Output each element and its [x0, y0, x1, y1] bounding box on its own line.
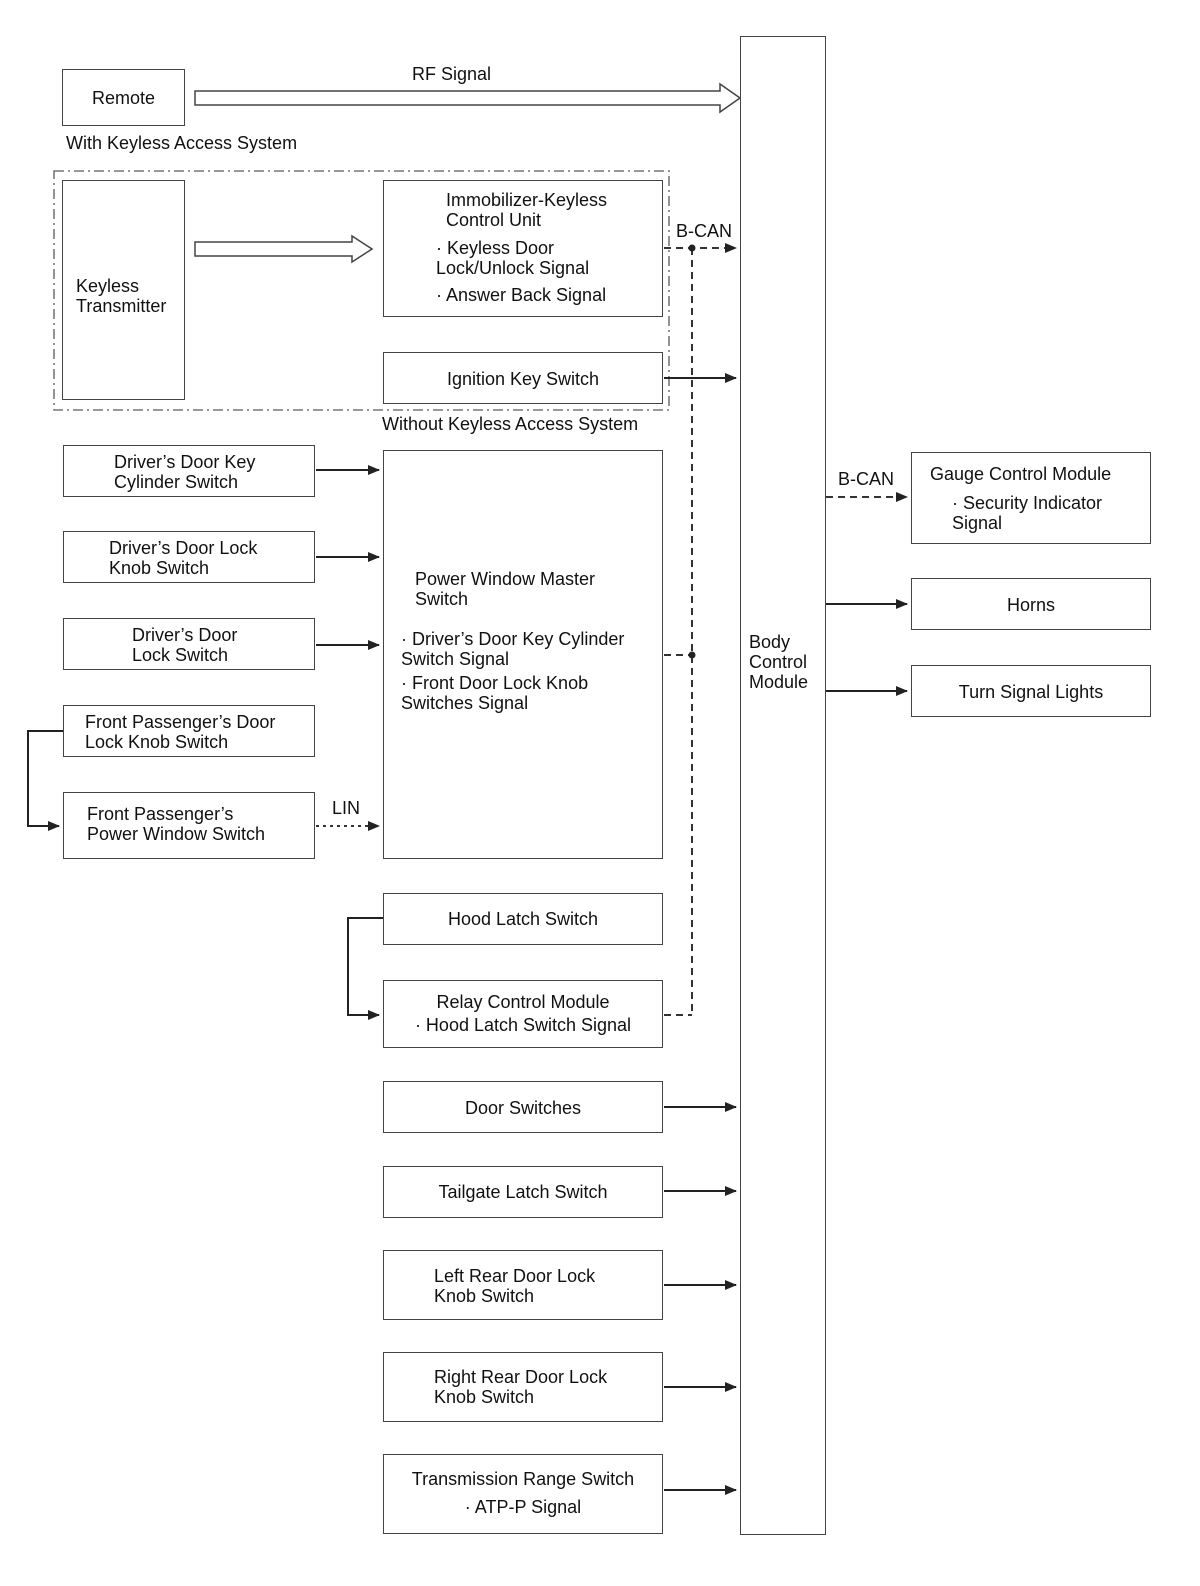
front-passenger-pw-switch-block: Front Passenger’s Power Window Switch: [63, 792, 315, 859]
hood-latch-label: Hood Latch Switch: [447, 909, 599, 929]
drivers-door-lock-switch-label: Driver’s Door Lock Switch: [132, 625, 238, 665]
immobilizer-signal-2: · Answer Back Signal: [436, 285, 607, 305]
front-passenger-pw-switch-label: Front Passenger’s Power Window Switch: [87, 804, 266, 844]
keyless-transmitter-block: Keyless Transmitter: [62, 180, 185, 400]
with-keyless-label: With Keyless Access System: [66, 133, 298, 153]
front-passenger-lock-knob-label: Front Passenger’s Door Lock Knob Switch: [85, 712, 276, 752]
door-switches-label: Door Switches: [464, 1098, 582, 1118]
ignition-key-label: Ignition Key Switch: [446, 369, 600, 389]
left-rear-knob-block: Left Rear Door Lock Knob Switch: [383, 1250, 663, 1320]
gauge-control-title: Gauge Control Module: [930, 464, 1112, 484]
bcan-label-right: B-CAN: [838, 469, 895, 489]
transmission-range-signal: · ATP-P Signal: [464, 1497, 582, 1517]
keyless-transmitter-arrow: [194, 234, 374, 264]
bcan-junction: [688, 244, 696, 252]
body-control-module-label: Body Control Module: [749, 632, 809, 692]
hood-latch-block: Hood Latch Switch: [383, 893, 663, 945]
remote-block: Remote: [62, 69, 185, 126]
relay-control-title: Relay Control Module: [436, 992, 610, 1012]
bcan-label-top: B-CAN: [676, 221, 733, 241]
immobilizer-title: Immobilizer-Keyless Control Unit: [446, 190, 608, 230]
pwm-signal-2: · Front Door Lock Knob Switches Signal: [401, 673, 589, 713]
drivers-door-lock-knob-block: Driver’s Door Lock Knob Switch: [63, 531, 315, 583]
turn-signal-block: Turn Signal Lights: [911, 665, 1151, 717]
lin-label: LIN: [332, 798, 361, 818]
hood-to-relay-line: [347, 917, 384, 1020]
gauge-control-block: Gauge Control Module · Security Indicato…: [911, 452, 1151, 544]
pwm-signal-1: · Driver’s Door Key Cylinder Switch Sign…: [401, 629, 625, 669]
horns-block: Horns: [911, 578, 1151, 630]
gauge-control-signal: · Security Indicator Signal: [952, 493, 1103, 533]
rf-signal-arrow: [194, 82, 742, 114]
tailgate-latch-label: Tailgate Latch Switch: [438, 1182, 608, 1202]
immobilizer-block: Immobilizer-Keyless Control Unit · Keyle…: [383, 180, 663, 317]
without-keyless-label: Without Keyless Access System: [382, 414, 639, 434]
transmission-range-block: Transmission Range Switch · ATP-P Signal: [383, 1454, 663, 1534]
drivers-door-key-cylinder-label: Driver’s Door Key Cylinder Switch: [114, 452, 256, 492]
power-window-master-block: Power Window Master Switch · Driver’s Do…: [383, 450, 663, 859]
body-control-module-block: Body Control Module: [740, 36, 826, 1535]
keyless-group-frame: [53, 170, 670, 411]
front-passenger-lock-knob-block: Front Passenger’s Door Lock Knob Switch: [63, 705, 315, 757]
rf-signal-label: RF Signal: [412, 64, 492, 84]
drivers-door-lock-knob-label: Driver’s Door Lock Knob Switch: [109, 538, 258, 578]
remote-label: Remote: [91, 88, 156, 108]
left-rear-knob-label: Left Rear Door Lock Knob Switch: [434, 1266, 596, 1306]
immobilizer-signal-1: · Keyless Door Lock/Unlock Signal: [436, 238, 590, 278]
tailgate-latch-block: Tailgate Latch Switch: [383, 1166, 663, 1218]
ignition-key-block: Ignition Key Switch: [383, 352, 663, 404]
drivers-door-key-cylinder-block: Driver’s Door Key Cylinder Switch: [63, 445, 315, 497]
door-switches-block: Door Switches: [383, 1081, 663, 1133]
drivers-door-lock-switch-block: Driver’s Door Lock Switch: [63, 618, 315, 670]
keyless-transmitter-label: Keyless Transmitter: [76, 276, 167, 316]
pass-knob-to-pw-line: [27, 730, 64, 831]
pwm-title: Power Window Master Switch: [415, 569, 596, 609]
relay-control-signal: · Hood Latch Switch Signal: [414, 1015, 632, 1035]
right-rear-knob-block: Right Rear Door Lock Knob Switch: [383, 1352, 663, 1422]
bcan-junction: [688, 651, 696, 659]
right-rear-knob-label: Right Rear Door Lock Knob Switch: [434, 1367, 608, 1407]
horns-label: Horns: [1006, 595, 1055, 615]
turn-signal-label: Turn Signal Lights: [958, 682, 1104, 702]
transmission-range-title: Transmission Range Switch: [411, 1469, 635, 1489]
relay-control-block: Relay Control Module · Hood Latch Switch…: [383, 980, 663, 1048]
